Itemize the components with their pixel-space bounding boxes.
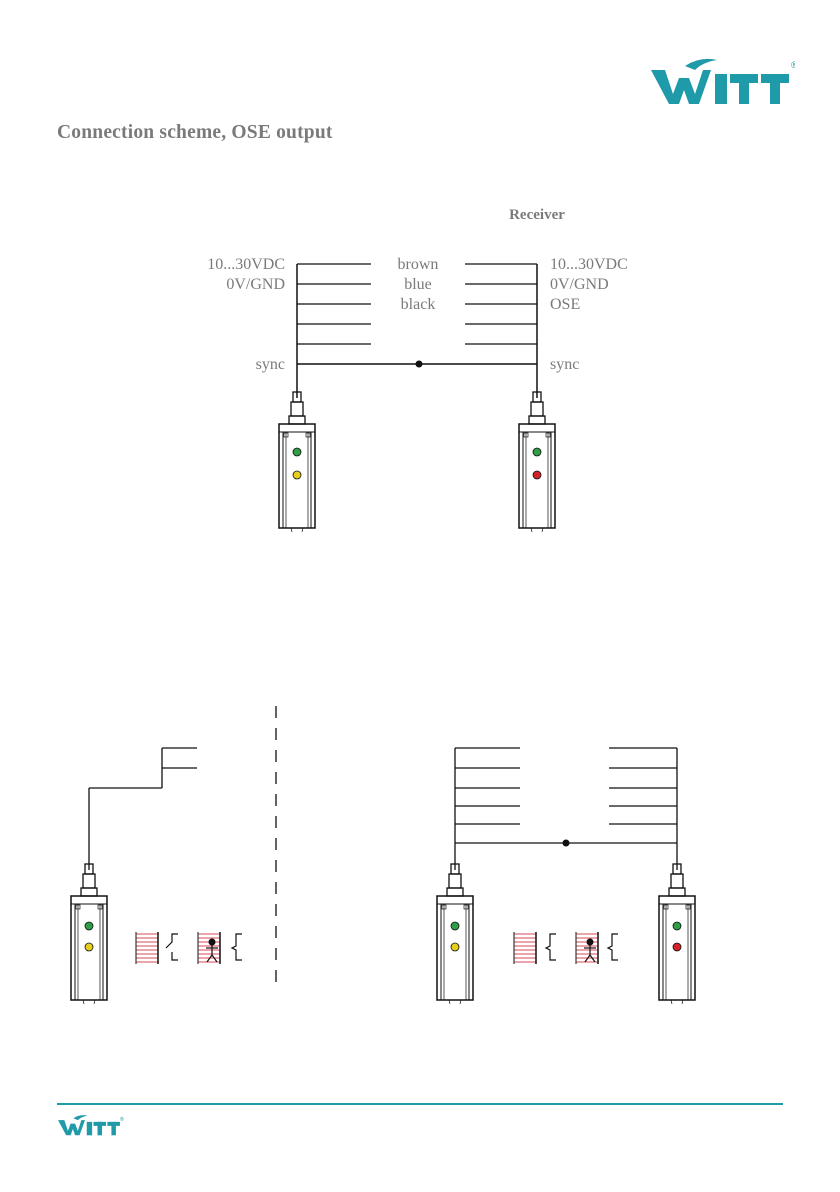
led-green-icon — [85, 922, 93, 930]
bottom-right-emitter-sensor — [437, 864, 473, 1004]
led-red-icon — [673, 943, 681, 951]
led-yellow-icon — [85, 943, 93, 951]
emitter-label-sync: sync — [256, 356, 285, 373]
receiver-label-ose: OSE — [550, 296, 580, 313]
bottom-left-sensor — [71, 864, 107, 1004]
bottom-left-wiring — [89, 748, 197, 870]
beam-interrupted-icon — [576, 932, 598, 964]
receiver-label-supply: 10...30VDC — [550, 256, 628, 273]
led-green-icon — [293, 448, 301, 456]
top-receiver-sensor — [519, 392, 555, 532]
sync-junction — [416, 361, 423, 368]
bottom-right-wiring — [455, 748, 677, 870]
beam-clear-icon — [136, 932, 158, 964]
sync-junction — [563, 840, 570, 847]
switch-closed-icon — [232, 934, 242, 960]
wire-color-black: black — [401, 296, 436, 313]
bottom-right-receiver-sensor — [659, 864, 695, 1004]
switch-open-icon — [166, 934, 178, 960]
led-green-icon — [673, 922, 681, 930]
beam-interrupted-icon — [198, 932, 220, 964]
led-green-icon — [451, 922, 459, 930]
led-yellow-icon — [293, 471, 301, 479]
footer-rule — [57, 1103, 783, 1105]
switch-closed-icon — [546, 934, 556, 960]
beam-clear-icon — [514, 932, 536, 964]
led-green-icon — [533, 448, 541, 456]
receiver-label-gnd: 0V/GND — [550, 276, 609, 293]
witt-footer-logo: ® — [54, 1112, 124, 1138]
led-red-icon — [533, 471, 541, 479]
top-emitter-sensor — [279, 392, 315, 532]
receiver-heading: Receiver — [509, 207, 565, 223]
wire-color-brown: brown — [398, 256, 439, 273]
emitter-label-gnd: 0V/GND — [226, 276, 285, 293]
wire-color-blue: blue — [404, 276, 432, 293]
led-yellow-icon — [451, 943, 459, 951]
emitter-label-supply: 10...30VDC — [207, 256, 285, 273]
switch-closed-icon — [608, 934, 618, 960]
registered-mark: ® — [120, 1116, 124, 1123]
receiver-label-sync: sync — [550, 356, 579, 373]
